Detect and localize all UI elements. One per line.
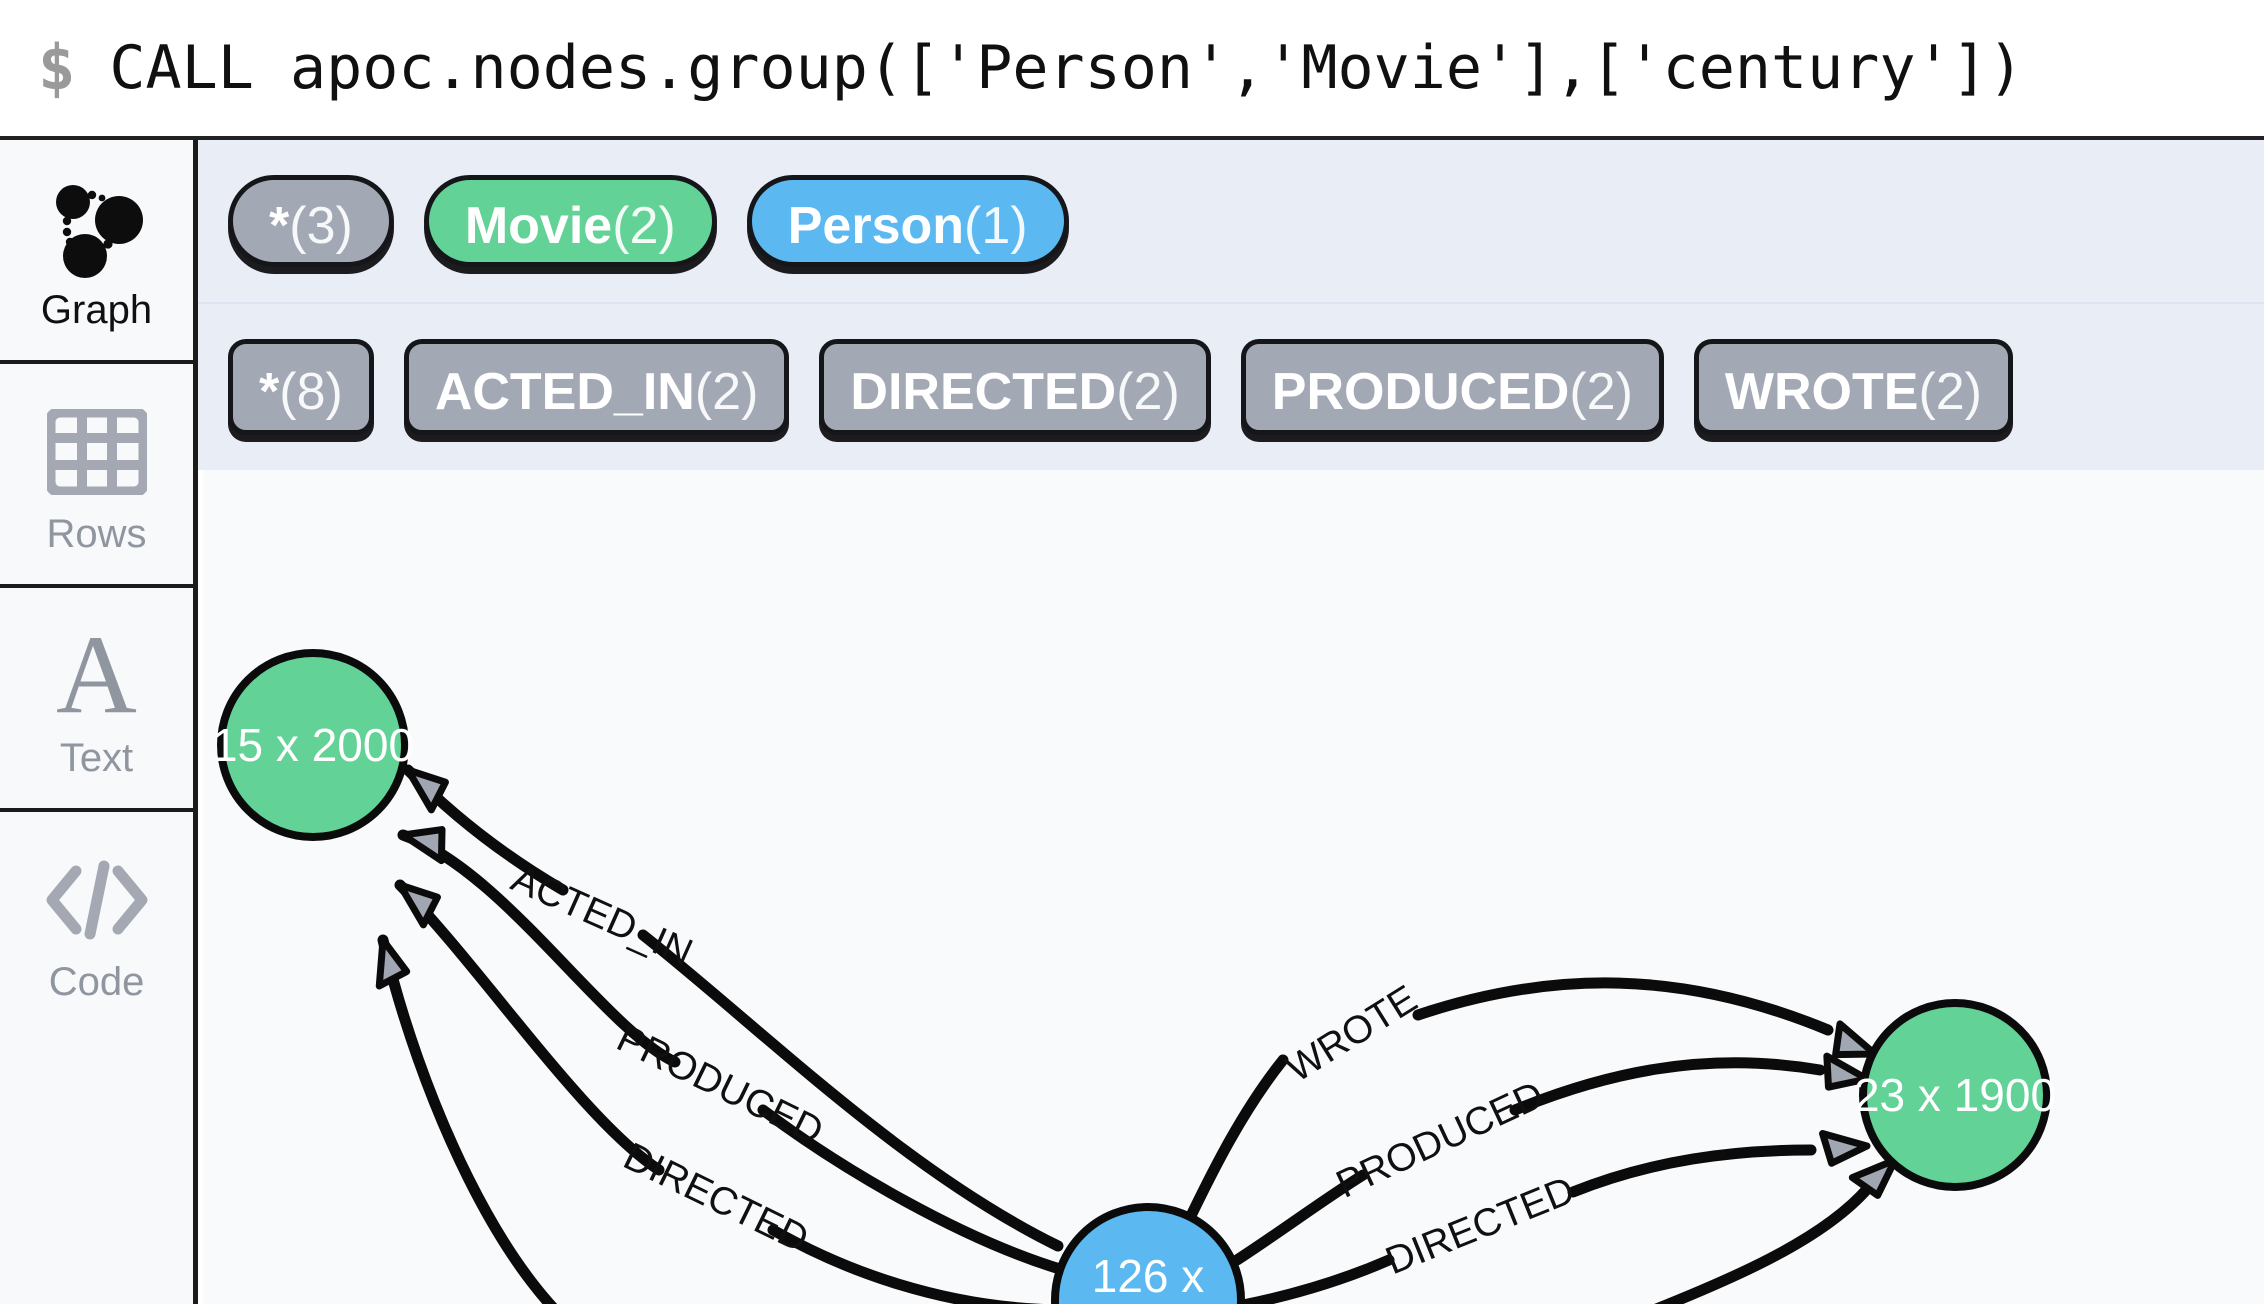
node-person-1900[interactable]: 126 x 1900 — [1051, 1203, 1245, 1304]
view-sidebar: Graph Rows A Text — [0, 140, 198, 1304]
edge-label-directed-right: DIRECTED — [1380, 1169, 1581, 1284]
sidebar-item-graph-label: Graph — [40, 288, 153, 332]
table-grid-icon — [46, 400, 147, 504]
label-chip-all[interactable]: *(3) — [228, 175, 394, 267]
node-caption-person-1900-line2: 1900 — [1097, 1302, 1199, 1304]
edge-produced-right[interactable]: PRODUCED — [1231, 1052, 1871, 1266]
label-chip-person[interactable]: Person(1) — [746, 175, 1069, 267]
legend-panel: *(3) Movie(2) Person(1) *(8) ACTED_IN(2)… — [198, 140, 2264, 470]
relationship-chip-row: *(8) ACTED_IN(2) DIRECTED(2) PRODUCED(2)… — [198, 302, 2264, 470]
sidebar-item-graph[interactable]: Graph — [0, 140, 193, 364]
sidebar-item-text-label: Text — [59, 736, 134, 780]
graph-canvas[interactable]: ACTED_IN PRODUCED DIRECTED WROTE — [203, 470, 2264, 1304]
rel-chip-acted-in[interactable]: ACTED_IN(2) — [403, 339, 790, 435]
edge-label-acted-in-right: ACTED_IN — [1426, 1299, 1622, 1304]
letter-a-icon: A — [56, 613, 137, 738]
sidebar-item-rows[interactable]: Rows — [0, 364, 193, 588]
node-movie-2000[interactable]: 15 x 2000 — [212, 649, 414, 841]
sidebar-item-code-label: Code — [48, 960, 145, 1004]
edge-wrote-left[interactable]: WROTE — [369, 934, 1083, 1304]
sidebar-item-text[interactable]: A Text — [0, 588, 193, 812]
edge-directed-right[interactable]: DIRECTED — [1237, 1130, 1871, 1304]
sidebar-item-rows-label: Rows — [46, 512, 147, 556]
edge-label-wrote-right: WROTE — [1279, 977, 1425, 1090]
query-string: CALL apoc.nodes.group(['Person','Movie']… — [109, 33, 2024, 103]
edge-label-acted-in-left: ACTED_IN — [505, 857, 699, 975]
node-caption-movie-1900: 23 x 1900 — [1854, 1069, 2056, 1121]
sidebar-item-code[interactable]: Code — [0, 812, 193, 1032]
edge-label-produced-left: PRODUCED — [610, 1017, 829, 1153]
node-caption-person-1900-line1: 126 x — [1092, 1250, 1205, 1302]
prompt-symbol: $ — [38, 31, 76, 104]
rel-chip-directed[interactable]: DIRECTED(2) — [819, 339, 1211, 435]
edge-label-produced-right: PRODUCED — [1330, 1073, 1550, 1206]
rel-chip-all[interactable]: *(8) — [228, 339, 374, 435]
label-chip-movie[interactable]: Movie(2) — [423, 175, 717, 267]
graph-nodes-icon — [45, 176, 149, 280]
rel-chip-wrote[interactable]: WROTE(2) — [1693, 339, 2013, 435]
query-bar: $ CALL apoc.nodes.group(['Person','Movie… — [0, 0, 2264, 140]
node-movie-1900[interactable]: 23 x 1900 — [1854, 999, 2056, 1191]
rel-chip-produced[interactable]: PRODUCED(2) — [1240, 339, 1664, 435]
node-label-chip-row: *(3) Movie(2) Person(1) — [198, 140, 2264, 302]
node-caption-movie-2000: 15 x 2000 — [212, 719, 414, 771]
edge-label-directed-left: DIRECTED — [617, 1135, 815, 1261]
angle-brackets-icon — [42, 848, 152, 952]
